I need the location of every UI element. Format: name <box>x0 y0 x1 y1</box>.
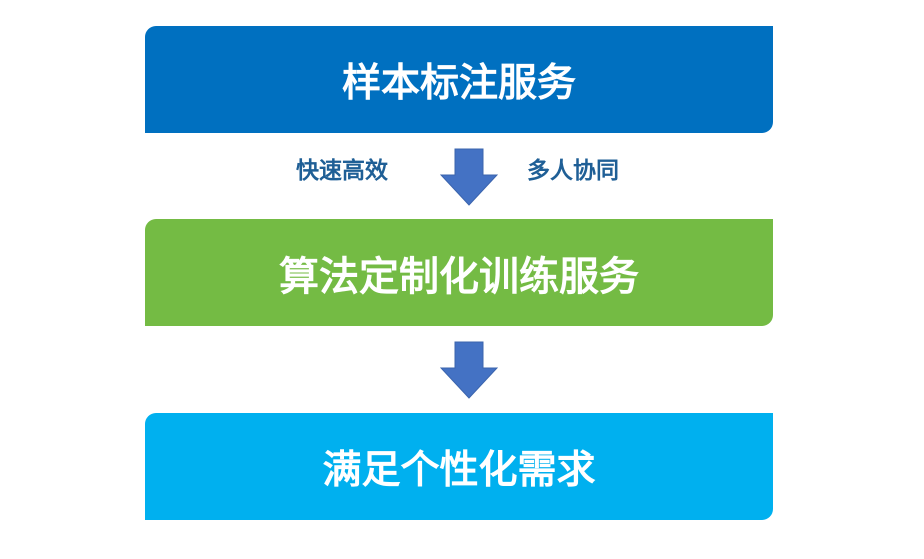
step-label: 样本标注服务 <box>341 60 576 106</box>
arrow-down-icon <box>440 341 498 399</box>
step-box-personalized-needs: 满足个性化需求 <box>145 413 773 520</box>
arrow-down-icon <box>440 148 498 206</box>
step-label: 算法定制化训练服务 <box>279 253 639 300</box>
connector-left-label: 快速高效 <box>296 158 388 184</box>
step-box-algorithm-training: 算法定制化训练服务 <box>145 219 773 326</box>
step-box-sample-annotation: 样本标注服务 <box>145 26 773 133</box>
connector-right-label: 多人协同 <box>527 158 619 184</box>
step-label: 满足个性化需求 <box>322 447 596 493</box>
